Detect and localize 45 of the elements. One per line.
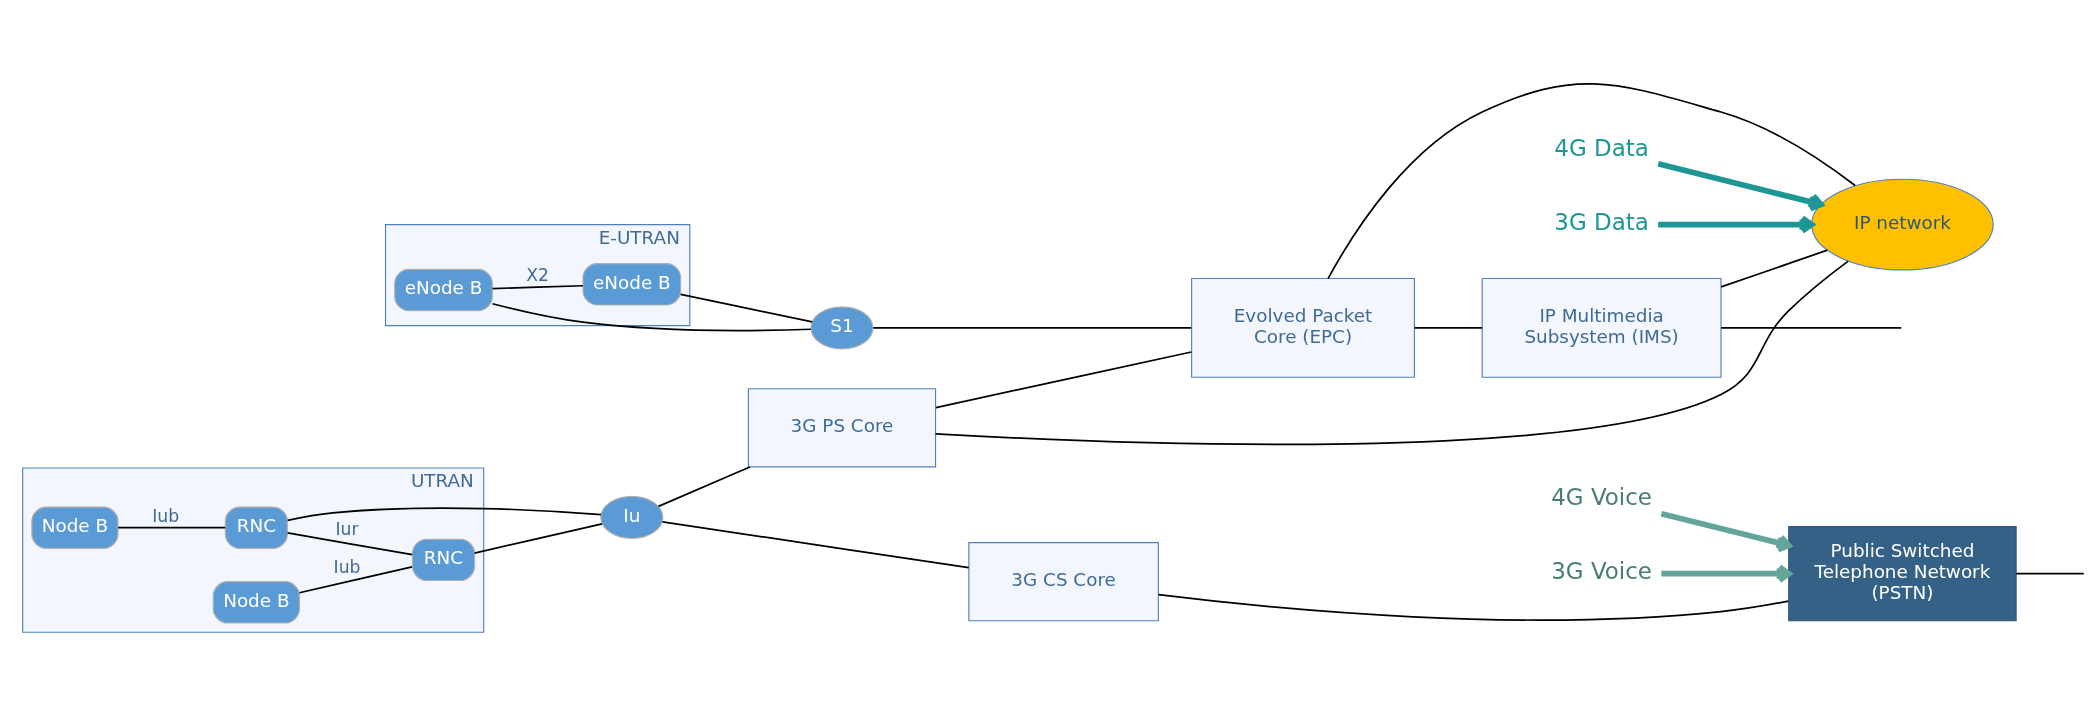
connector [934,260,1850,446]
node-box: Node B [212,581,300,624]
connector [657,466,751,508]
connector [286,532,414,556]
node-box: 3G PS Core [747,388,937,468]
node-text: 4G Data [1554,134,1649,161]
connector [491,284,584,290]
connector [872,327,1193,329]
arrow [1658,215,1815,234]
connector [935,351,1193,409]
node-box: Evolved Packet Core (EPC) [1191,277,1415,378]
node-box: RNC [224,506,288,549]
connector [473,523,603,554]
node-box: RNC [411,538,476,582]
arrow [1661,564,1792,583]
node-box: Public Switched Telephone Network (PSTN) [1788,526,2017,622]
connector [1157,593,1790,621]
connector [1720,249,1829,288]
node-ellipse: Iu [600,495,664,539]
connector [1327,83,1856,280]
arrow [1657,161,1824,212]
connector [1413,327,1483,329]
node-text: 4G Voice [1551,483,1652,510]
connector [661,520,970,569]
connector [679,293,814,323]
node-text: 3G Data [1554,209,1649,236]
edge-label: Iur [335,518,359,539]
node-box: eNode B [394,268,493,312]
node-box: IP Multimedia Subsystem (IMS) [1481,277,1722,378]
node-ellipse: IP network [1811,178,1994,271]
node-ellipse: S1 [810,306,874,350]
node-box: eNode B [582,263,682,306]
connector [298,566,413,594]
node-box: Node B [31,506,119,549]
arrow [1660,510,1792,553]
connector [491,302,812,332]
connector [1720,327,1903,329]
edge-label: X2 [526,264,550,285]
node-box: 3G CS Core [968,542,1159,622]
node-text: 3G Voice [1551,558,1652,585]
connector [2015,572,2085,575]
connector [286,507,602,522]
connector [117,526,227,529]
edge-label: Iub [333,556,361,577]
edge-label: Iub [152,505,180,526]
